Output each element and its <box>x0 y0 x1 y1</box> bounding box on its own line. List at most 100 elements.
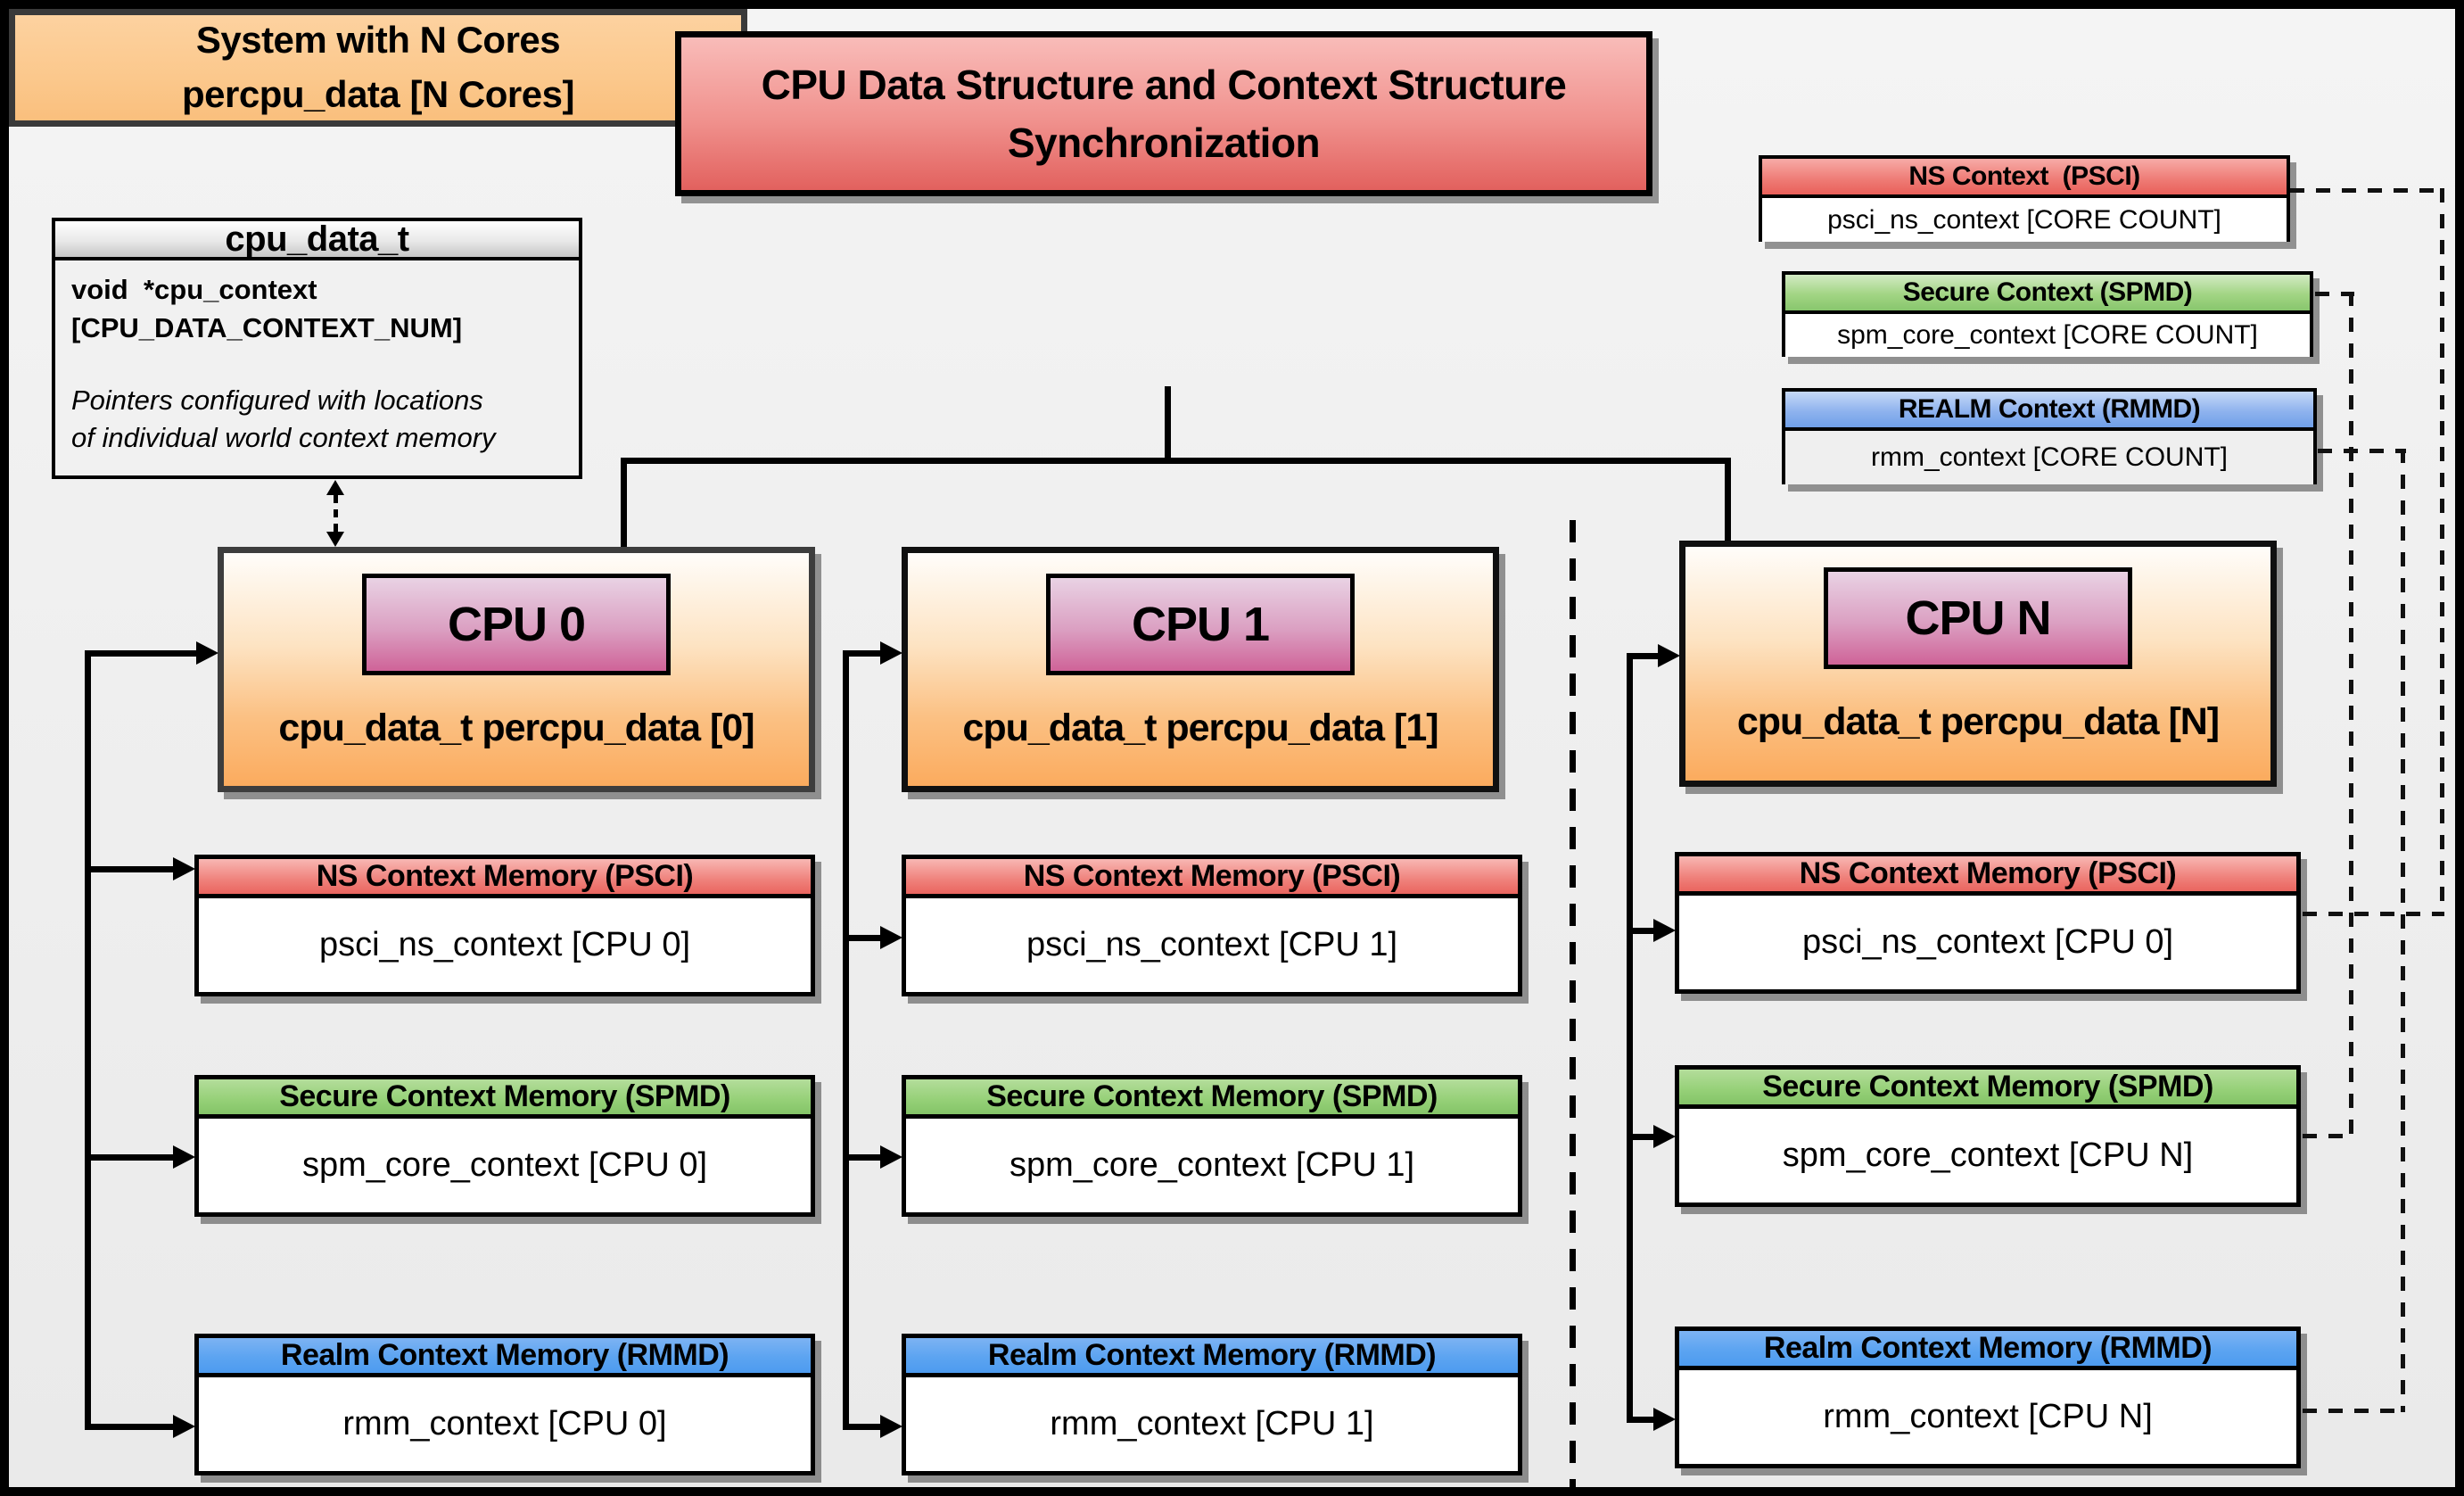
cpuN-realm-body: rmm_context [CPU N] <box>1679 1370 2296 1464</box>
cpu0-data-decl: cpu_data_t percpu_data [0] <box>278 707 754 749</box>
cpu0-realm-context-box: Realm Context Memory (RMMD) rmm_context … <box>194 1334 815 1475</box>
cpu0-ns-body: psci_ns_context [CPU 0] <box>199 898 811 992</box>
cpu1-box: CPU 1 cpu_data_t percpu_data [1] <box>902 547 1499 792</box>
branch-drop-cpuN <box>1725 458 1731 541</box>
cpuN-rail <box>1627 653 1633 1423</box>
cpu1-arrow-ns <box>880 926 902 949</box>
system-box-line1: System with N Cores <box>195 19 561 62</box>
cpuN-arrow-secure <box>1653 1125 1676 1148</box>
secure-dashed-rail <box>2349 292 2353 1137</box>
system-box-line2: percpu_data [N Cores] <box>182 73 574 115</box>
cpuN-realm-header: Realm Context Memory (RMMD) <box>1679 1331 2296 1370</box>
cpu1-arrow-secure <box>880 1145 902 1169</box>
cpu0-arrow-ns <box>173 857 195 880</box>
cpuN-arrow-ns <box>1653 919 1676 942</box>
cpu1-realm-body: rmm_context [CPU 1] <box>906 1377 1518 1471</box>
cpu0-rail <box>85 650 91 1430</box>
cpu0-arrow-secure <box>173 1145 195 1169</box>
cpu0-realm-body: rmm_context [CPU 0] <box>199 1377 811 1471</box>
cpu-context-field-line1: void *cpu_context <box>71 274 317 305</box>
cpu1-ns-body: psci_ns_context [CPU 1] <box>906 898 1518 992</box>
legend-realm-header: REALM Context (RMMD) <box>1785 392 2313 431</box>
cpuN-rail-to-cpu <box>1627 653 1658 659</box>
cpu0-secure-body: spm_core_context [CPU 0] <box>199 1119 811 1212</box>
cpu0-rail-to-secure <box>85 1154 173 1161</box>
cpu0-ns-context-box: NS Context Memory (PSCI) psci_ns_context… <box>194 855 815 996</box>
cpu0-chip: CPU 0 <box>362 574 671 675</box>
column-ellipsis-separator <box>1570 520 1576 1487</box>
cpuN-rail-to-realm <box>1627 1417 1653 1423</box>
cpu1-secure-body: spm_core_context [CPU 1] <box>906 1119 1518 1212</box>
legend-secure-context-box: Secure Context (SPMD) spm_core_context [… <box>1782 271 2313 357</box>
cpuN-rail-to-ns <box>1627 928 1653 934</box>
cpu1-rail <box>843 650 849 1430</box>
cpu1-rail-to-realm <box>843 1424 880 1430</box>
legend-ns-header: NS Context (PSCI) <box>1762 159 2287 198</box>
secure-dashed-top <box>2315 292 2354 296</box>
cpuN-ns-body: psci_ns_context [CPU 0] <box>1679 896 2296 989</box>
cpu1-secure-context-box: Secure Context Memory (SPMD) spm_core_co… <box>902 1075 1522 1217</box>
cpu1-rail-to-secure <box>843 1154 880 1161</box>
system-drop-line <box>1165 386 1171 460</box>
cpuN-ns-header: NS Context Memory (PSCI) <box>1679 856 2296 896</box>
legend-ns-body: psci_ns_context [CORE COUNT] <box>1762 198 2287 242</box>
cpu1-arrow-cpu <box>880 641 902 665</box>
cpu0-realm-header: Realm Context Memory (RMMD) <box>199 1338 811 1377</box>
cpu1-rail-to-cpu <box>843 650 880 657</box>
legend-ns-context-box: NS Context (PSCI) psci_ns_context [CORE … <box>1759 155 2290 242</box>
cpu-data-t-body: void *cpu_context [CPU_DATA_CONTEXT_NUM]… <box>55 260 579 468</box>
cpuN-secure-context-box: Secure Context Memory (SPMD) spm_core_co… <box>1675 1065 2301 1207</box>
cpu-data-t-sync-arrow-down <box>326 532 344 547</box>
cpu-context-field-line2: [CPU_DATA_CONTEXT_NUM] <box>71 311 463 343</box>
cpuN-box: CPU N cpu_data_t percpu_data [N] <box>1679 541 2277 787</box>
cpu-data-t-note-line2: of individual world context memory <box>71 422 496 454</box>
cpuN-ns-context-box: NS Context Memory (PSCI) psci_ns_context… <box>1675 852 2301 994</box>
cpuN-realm-context-box: Realm Context Memory (RMMD) rmm_context … <box>1675 1327 2301 1468</box>
cpu-data-t-struct-box: cpu_data_t void *cpu_context [CPU_DATA_C… <box>52 218 582 479</box>
cpu0-secure-header: Secure Context Memory (SPMD) <box>199 1079 811 1119</box>
diagram-title: CPU Data Structure and Context Structure… <box>675 31 1652 196</box>
legend-realm-body: rmm_context [CORE COUNT] <box>1785 431 2313 484</box>
cpu0-arrow-cpu <box>196 641 218 665</box>
cpu-data-t-header: cpu_data_t <box>55 219 579 260</box>
cpu1-chip: CPU 1 <box>1046 574 1355 675</box>
cpuN-data-decl: cpu_data_t percpu_data [N] <box>1736 700 2220 743</box>
legend-secure-body: spm_core_context [CORE COUNT] <box>1785 314 2310 357</box>
cpu-data-t-sync-dashed-line <box>334 495 338 533</box>
cpu-data-t-sync-arrow-up <box>326 480 344 495</box>
system-box: System with N Cores percpu_data [N Cores… <box>9 9 747 127</box>
cpu0-rail-to-realm <box>85 1424 173 1430</box>
ns-dashed-top <box>2290 188 2444 193</box>
legend-realm-context-box: REALM Context (RMMD) rmm_context [CORE C… <box>1782 388 2317 484</box>
cpu1-realm-context-box: Realm Context Memory (RMMD) rmm_context … <box>902 1334 1522 1475</box>
cpu1-ns-header: NS Context Memory (PSCI) <box>906 859 1518 898</box>
cpuN-secure-header: Secure Context Memory (SPMD) <box>1679 1070 2296 1109</box>
cpu1-secure-header: Secure Context Memory (SPMD) <box>906 1079 1518 1119</box>
cpu0-rail-to-cpu <box>85 650 196 657</box>
branch-horizontal-line <box>621 458 1731 464</box>
cpuN-arrow-realm <box>1653 1408 1676 1431</box>
cpu1-rail-to-ns <box>843 935 880 941</box>
realm-dashed-top <box>2318 449 2406 453</box>
cpu0-arrow-realm <box>173 1415 195 1438</box>
cpu0-secure-context-box: Secure Context Memory (SPMD) spm_core_co… <box>194 1075 815 1217</box>
secure-dashed-bottom <box>2303 1134 2353 1138</box>
cpu0-box: CPU 0 cpu_data_t percpu_data [0] <box>218 547 815 792</box>
legend-secure-header: Secure Context (SPMD) <box>1785 275 2310 314</box>
cpu1-ns-context-box: NS Context Memory (PSCI) psci_ns_context… <box>902 855 1522 996</box>
cpuN-arrow-cpu <box>1658 644 1680 667</box>
cpu-data-t-note-line1: Pointers configured with locations <box>71 384 483 416</box>
cpuN-chip: CPU N <box>1824 567 2132 669</box>
branch-drop-cpu0 <box>621 458 627 547</box>
cpuN-secure-body: spm_core_context [CPU N] <box>1679 1109 2296 1203</box>
ns-dashed-bottom <box>2303 912 2444 916</box>
cpu0-ns-header: NS Context Memory (PSCI) <box>199 859 811 898</box>
cpu1-arrow-realm <box>880 1415 902 1438</box>
realm-dashed-rail <box>2401 449 2405 1412</box>
cpu1-data-decl: cpu_data_t percpu_data [1] <box>962 707 1438 749</box>
cpuN-rail-to-secure <box>1627 1134 1653 1140</box>
diagram-title-text: CPU Data Structure and Context Structure… <box>761 62 1567 166</box>
realm-dashed-bottom <box>2303 1409 2405 1413</box>
cpu0-rail-to-ns <box>85 866 173 872</box>
